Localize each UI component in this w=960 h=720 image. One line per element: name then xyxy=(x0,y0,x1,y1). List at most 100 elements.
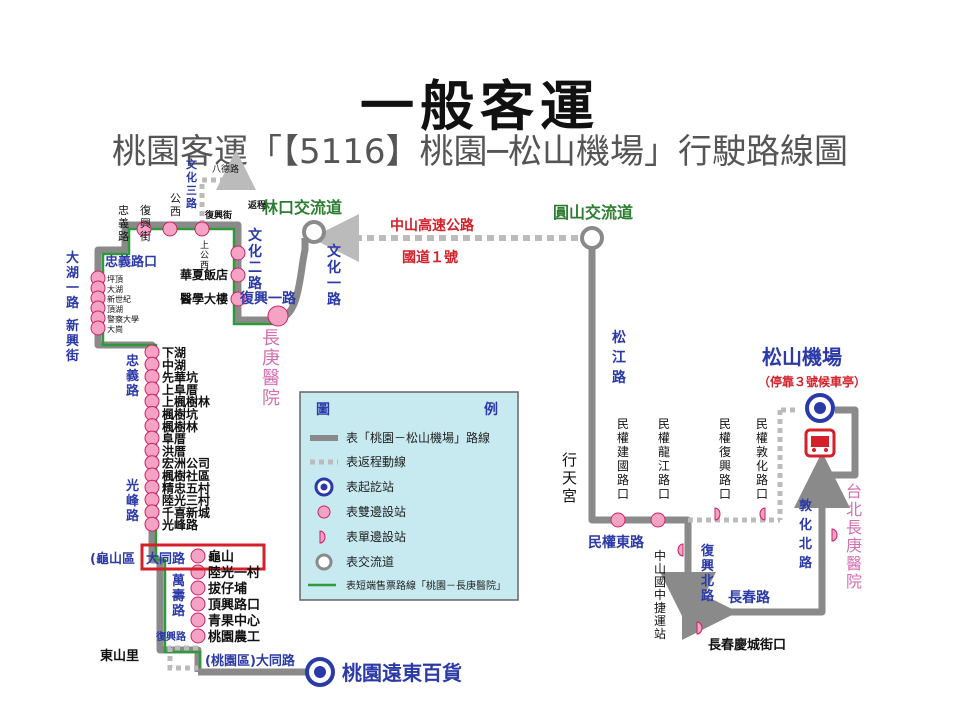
hujing-label-5: 大崗 xyxy=(107,324,123,334)
east-stop-1 xyxy=(650,512,666,528)
yuanshan-label: 圓山交流道 xyxy=(553,203,633,222)
hujing-label-3: 頂湖 xyxy=(107,305,123,314)
shanggongxi-label: 上公西 xyxy=(200,240,209,271)
guishan-stop-0 xyxy=(190,548,206,564)
zhongyi-road-label: 忠義路口 xyxy=(105,254,157,270)
taonong-label: 桃園農工 xyxy=(208,629,260,645)
bade-label: 八德路 xyxy=(212,163,239,175)
yixue-stop xyxy=(230,291,246,307)
west-stop-label-5: 楓樹坑 xyxy=(162,407,198,422)
terminal-songshan-icon xyxy=(805,393,835,423)
zhongyi-label: 忠義路 xyxy=(126,353,140,399)
text-layer: 林口交流道 圓山交流道 中山高速公路 國道１號 復興一路 忠義路口 (龜山區 大… xyxy=(90,163,866,685)
dunhua-north-label: 敦化北路 xyxy=(799,498,813,571)
legend-item-4: 表單邊設站 xyxy=(346,529,406,544)
linkou-interchange-icon xyxy=(302,220,326,244)
legend-item-0: 表「桃園－松山機場」路線 xyxy=(346,430,490,445)
wanshou-label: 萬壽路 xyxy=(172,573,186,619)
legend-single-stop-icon xyxy=(319,530,326,544)
guishan-highlight-box xyxy=(140,543,266,571)
hujing-label-1: 大湖 xyxy=(107,284,123,294)
fareast-label: 桃園遠東百貨 xyxy=(342,661,462,685)
changchun-qingcheng-label: 長春慶城街口 xyxy=(708,637,786,653)
west-stop-label-2: 先華坑 xyxy=(162,370,198,385)
fuxing-north-label: 復興北路 xyxy=(700,543,715,604)
east-stop-2 xyxy=(714,507,721,521)
west-stop-label-10: 楓樹社區 xyxy=(162,468,210,483)
taipei-changgung-label: 台北長庚醫院 xyxy=(846,482,862,591)
vertical-text-layer: 文化一路文化二路文化三路公西復興街忠義路上公西大湖一路新興街忠義路光峰路萬壽路松… xyxy=(65,157,862,641)
guishan-stop-5 xyxy=(190,628,206,644)
west-stop-14 xyxy=(144,516,160,532)
changchun-stop xyxy=(696,621,703,635)
return-small-label: 返程 xyxy=(248,199,266,211)
bazishao-label: 拔仔埔 xyxy=(208,581,247,597)
changchun-label: 長春路 xyxy=(728,589,771,606)
guishan-area-label: (龜山區 xyxy=(90,551,135,567)
east-stop-label-1: 民權龍江路口 xyxy=(658,417,670,501)
top-stop-2 xyxy=(136,221,152,237)
guishan-stop-label: 龜山 xyxy=(208,549,234,565)
songjiang-label: 松江路 xyxy=(612,329,627,386)
legend-double-stop-icon xyxy=(317,505,331,519)
wenhua1-label: 文化一路 xyxy=(327,243,342,308)
gongxi-label: 公西 xyxy=(170,192,181,218)
songshan-label: 松山機場 xyxy=(762,345,842,369)
xingtiangong-label: 行天宮 xyxy=(562,451,577,505)
east-stop-label-0: 民權建國路口 xyxy=(617,417,629,501)
east-stop-label-2: 民權復興路口 xyxy=(719,417,731,501)
taoyuan-area-label: (桃園區)大同路 xyxy=(205,653,296,669)
terminal-fareast-icon xyxy=(305,657,335,687)
west-stop-label-14: 光峰路 xyxy=(161,517,199,532)
west-stop-label-12: 陸光三村 xyxy=(162,493,210,508)
legend-item-1: 表返程動線 xyxy=(346,454,406,469)
east-stop-3 xyxy=(759,507,766,521)
wenhua2-label: 文化二路 xyxy=(248,227,263,292)
guangfeng-label: 光峰路 xyxy=(125,478,140,524)
fuxingjie-small-label: 復興街 xyxy=(204,209,232,221)
yixue-label: 醫學大樓 xyxy=(180,291,228,306)
dunhua-north-stop xyxy=(831,528,838,542)
minquan-east-label: 民權東路 xyxy=(588,534,645,551)
zhongshan-mrt-label: 中山國中捷運站 xyxy=(654,548,666,641)
east-stop-label-3: 民權敦化路口 xyxy=(756,417,768,501)
dingxing-label: 頂興路口 xyxy=(208,597,260,613)
huaxia-label: 華夏飯店 xyxy=(180,267,228,282)
legend-item-6: 表短端售票路線「桃園－長庚醫院」 xyxy=(346,579,506,592)
west-stop-label-1: 中湖 xyxy=(162,357,186,372)
luguang-label: 陸光一村 xyxy=(208,565,260,581)
legend-interchange-icon xyxy=(315,553,333,571)
highway-segment xyxy=(302,214,604,262)
top-stop-0 xyxy=(194,221,210,237)
legend-title-right: 例 xyxy=(484,401,498,418)
yuanshan-interchange-icon xyxy=(580,226,604,250)
main-title: 一般客運 xyxy=(360,74,600,138)
fuxingjie-label: 復興街 xyxy=(140,204,151,243)
top-stop-1 xyxy=(162,221,178,237)
west-stop-label-8: 洪厝 xyxy=(162,443,186,458)
fuxing-north-stop xyxy=(677,543,684,557)
west-stop-label-13: 千喜新城 xyxy=(162,505,210,520)
guishan-stop-3 xyxy=(190,596,206,612)
legend-item-2: 表起訖站 xyxy=(346,479,394,494)
legend-box: 圖 例 表「桃園－松山機場」路線表返程動線表起訖站表雙邊設站表單邊設站表交流道表… xyxy=(299,391,519,601)
west-stop-label-7: 阜厝 xyxy=(162,431,186,446)
west-stop-label-9: 宏洲公司 xyxy=(162,456,210,471)
fuxing-small-label: 復興路 xyxy=(155,630,187,643)
huaxia-stop xyxy=(230,267,246,283)
stop-layer: 坪頂大湖新世紀頂湖警察大學大崗下湖中湖先華坑上阜厝上楓樹林楓樹坑楓樹林阜厝洪厝宏… xyxy=(90,221,838,644)
hujing-stop-5 xyxy=(90,320,106,336)
dahu-road-label: 大湖一路 xyxy=(66,250,80,311)
wenhua3-label: 文化三路 xyxy=(186,157,198,210)
datong-label: 大同路 xyxy=(146,551,186,567)
songshan-note: （停靠３號候車亭） xyxy=(758,374,866,389)
changgung-stop-icon xyxy=(267,305,289,327)
west-stop-label-4: 上楓樹林 xyxy=(162,394,210,409)
qingguo-label: 青果中心 xyxy=(208,613,260,629)
west-stop-label-3: 上阜厝 xyxy=(162,382,198,397)
guishan-stop-4 xyxy=(190,612,206,628)
changgung-label: 長庚醫院 xyxy=(262,328,280,409)
hujing-label-0: 坪頂 xyxy=(107,275,123,284)
west-stop-label-6: 楓樹林 xyxy=(162,419,198,434)
